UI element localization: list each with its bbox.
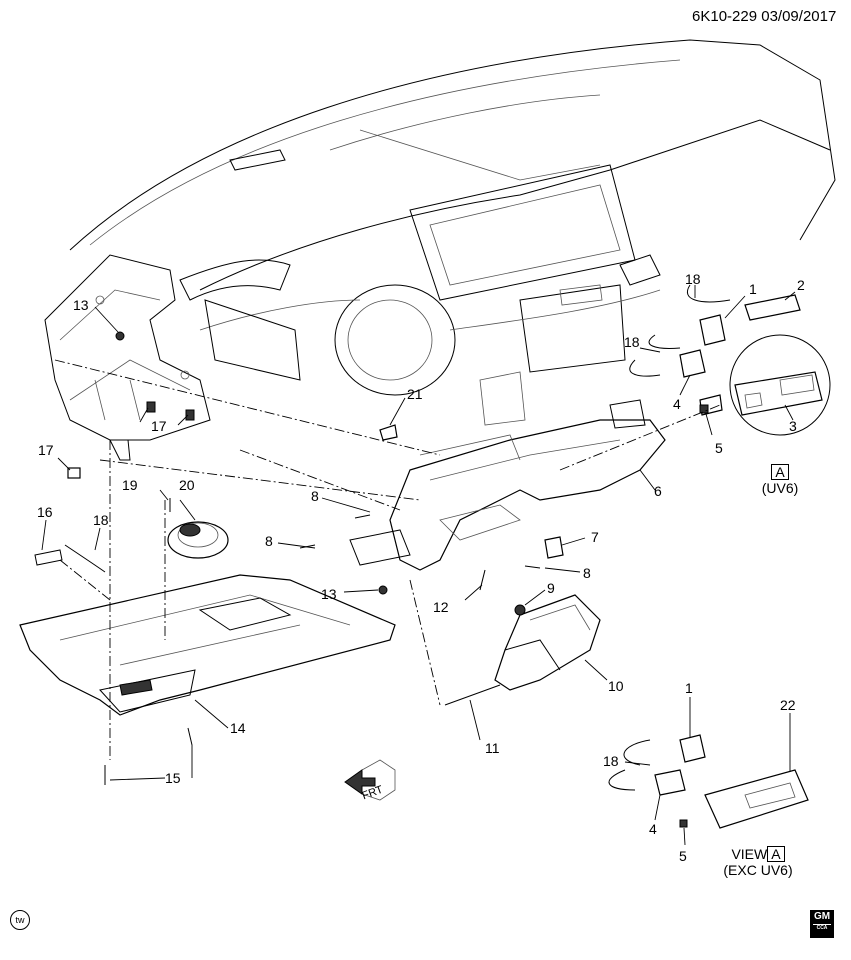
alignment-lines bbox=[54, 359, 721, 760]
callout-8: 8 bbox=[583, 565, 591, 581]
view-a-box: A bbox=[771, 464, 789, 480]
callout-4: 4 bbox=[673, 396, 681, 412]
dash-frame bbox=[44, 254, 211, 461]
view-exc-box: A bbox=[767, 846, 785, 862]
callout-6: 6 bbox=[654, 483, 662, 499]
callout-5: 5 bbox=[679, 848, 687, 864]
view-a-label: A (UV6) bbox=[752, 464, 808, 496]
callout-8: 8 bbox=[265, 533, 273, 549]
knee-bolster-part-14 bbox=[19, 574, 396, 716]
callout-1: 1 bbox=[685, 680, 693, 696]
callout-12: 12 bbox=[433, 599, 449, 615]
callout-17: 17 bbox=[38, 442, 54, 458]
view-exc-prefix: VIEW bbox=[731, 846, 768, 862]
gm-logo-icon: GM CCA bbox=[810, 910, 834, 938]
callout-2: 2 bbox=[797, 277, 805, 293]
leader-lines bbox=[41, 285, 796, 846]
callout-18: 18 bbox=[685, 271, 701, 287]
diagram-date: 03/09/2017 bbox=[761, 8, 837, 25]
wire-harnesses bbox=[34, 284, 731, 573]
callout-9: 9 bbox=[547, 580, 555, 596]
view-exc-caption: (EXC UV6) bbox=[723, 862, 793, 878]
tw-mark-icon: tw bbox=[10, 910, 30, 930]
view-a-caption: (UV6) bbox=[761, 480, 799, 496]
callout-16: 16 bbox=[37, 504, 53, 520]
callout-15: 15 bbox=[165, 770, 181, 786]
switch-assembly-part-22 bbox=[608, 734, 809, 829]
diagram-id: 6K10-229 bbox=[692, 8, 758, 25]
callout-8: 8 bbox=[311, 488, 319, 504]
callout-19: 19 bbox=[122, 477, 138, 493]
front-arrow-icon bbox=[344, 759, 396, 801]
glovebox-part-10 bbox=[494, 594, 601, 691]
diagram-header: 6K10-229 03/09/2017 bbox=[692, 9, 836, 25]
callout-13: 13 bbox=[73, 297, 89, 313]
speaker-part-20 bbox=[167, 521, 229, 559]
callout-10: 10 bbox=[608, 678, 624, 694]
fasteners bbox=[67, 331, 709, 828]
callout-18: 18 bbox=[93, 512, 109, 528]
callout-13: 13 bbox=[321, 586, 337, 602]
instrument-panel bbox=[69, 39, 836, 426]
callout-18: 18 bbox=[603, 753, 619, 769]
callout-17: 17 bbox=[151, 418, 167, 434]
callout-21: 21 bbox=[407, 386, 423, 402]
callout-5: 5 bbox=[715, 440, 723, 456]
callout-18: 18 bbox=[624, 334, 640, 350]
callout-1: 1 bbox=[749, 281, 757, 297]
glovebox-frame-part-6 bbox=[349, 399, 666, 571]
callout-20: 20 bbox=[179, 477, 195, 493]
callout-22: 22 bbox=[780, 697, 796, 713]
callout-3: 3 bbox=[789, 418, 797, 434]
view-a-detail bbox=[729, 334, 831, 436]
strut-part-11 bbox=[444, 684, 501, 706]
callout-7: 7 bbox=[591, 529, 599, 545]
gm-logo-text: GM bbox=[813, 911, 831, 922]
callout-14: 14 bbox=[230, 720, 246, 736]
callout-4: 4 bbox=[649, 821, 657, 837]
callout-11: 11 bbox=[485, 740, 500, 756]
gm-logo-subtext: CCA bbox=[813, 924, 831, 932]
